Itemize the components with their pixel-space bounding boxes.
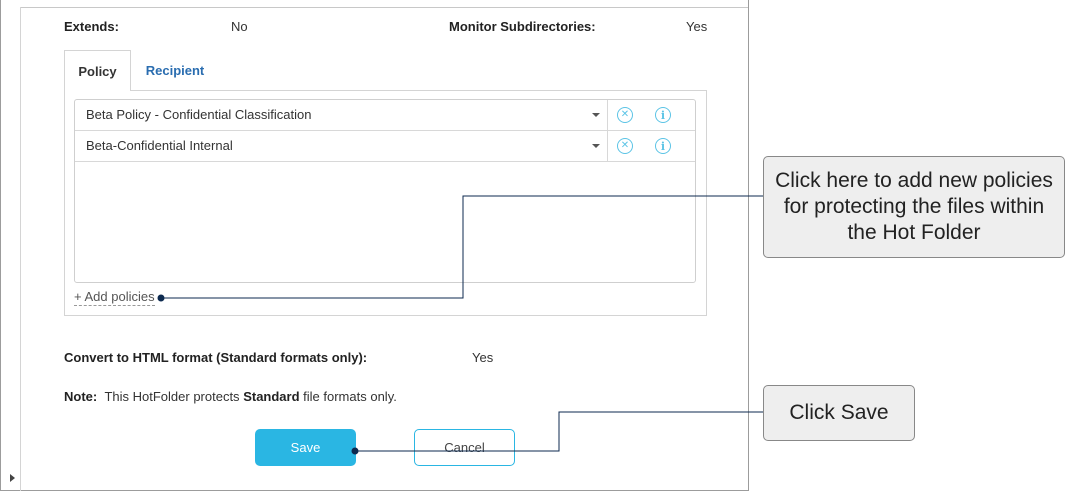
save-button[interactable]: Save	[255, 429, 356, 466]
callout-add-policies: Click here to add new policies for prote…	[763, 156, 1065, 258]
policy-select-value: Beta Policy - Confidential Classificatio…	[86, 107, 312, 122]
note-prefix: Note:	[64, 389, 98, 404]
dropdown-caret-icon	[592, 144, 600, 148]
tab-policy[interactable]: Policy	[64, 50, 131, 91]
remove-icon[interactable]: ✕	[617, 107, 633, 123]
policy-select-value: Beta-Confidential Internal	[86, 138, 233, 153]
left-divider	[20, 7, 21, 491]
add-policies-link[interactable]: + Add policies	[74, 289, 155, 306]
note-text-before: This HotFolder protects	[104, 389, 240, 404]
extends-label: Extends:	[64, 19, 119, 34]
cancel-button[interactable]: Cancel	[414, 429, 515, 466]
dropdown-caret-icon	[592, 113, 600, 117]
top-divider	[20, 7, 748, 8]
info-icon[interactable]: i	[655, 107, 671, 123]
monitor-subdirectories-value: Yes	[686, 19, 708, 34]
info-icon[interactable]: i	[655, 138, 671, 154]
policy-select[interactable]: Beta-Confidential Internal	[75, 131, 608, 161]
remove-icon[interactable]: ✕	[617, 138, 633, 154]
tab-recipient[interactable]: Recipient	[145, 62, 205, 78]
policy-row: Beta-Confidential Internal ✕ i	[75, 131, 695, 162]
monitor-subdirectories-label: Monitor Subdirectories:	[449, 19, 596, 34]
policy-select[interactable]: Beta Policy - Confidential Classificatio…	[75, 100, 608, 130]
convert-html-value: Yes	[472, 350, 494, 365]
convert-html-label: Convert to HTML format (Standard formats…	[64, 350, 368, 365]
policy-row: Beta Policy - Confidential Classificatio…	[75, 100, 695, 131]
extends-value: No	[231, 19, 248, 34]
callout-save: Click Save	[763, 385, 915, 441]
note-text-after: file formats only.	[303, 389, 397, 404]
scroll-right-arrow-icon[interactable]	[10, 474, 15, 482]
note-emphasis: Standard	[243, 389, 300, 404]
policy-list: Beta Policy - Confidential Classificatio…	[74, 99, 696, 283]
note: Note: This HotFolder protects Standard f…	[64, 389, 397, 404]
